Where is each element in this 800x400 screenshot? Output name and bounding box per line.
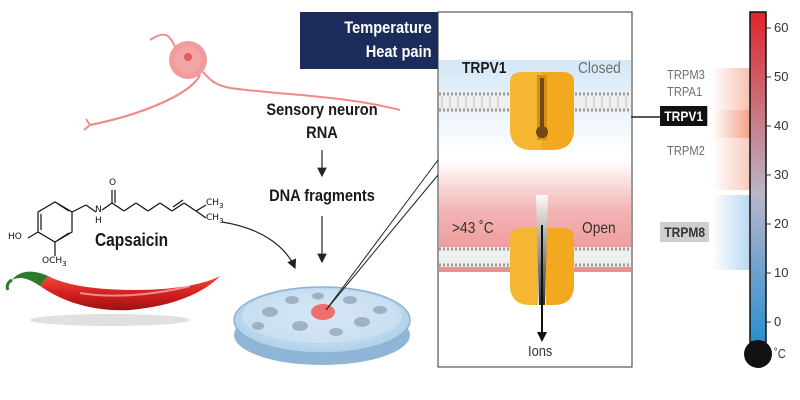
chem-ch3-top-label: CH3 bbox=[206, 198, 224, 210]
chem-ch3-top-sub: 3 bbox=[219, 201, 224, 210]
chem-och3-label: OCH3 bbox=[42, 256, 67, 268]
receptor-label-trpv1: TRPV1 bbox=[660, 106, 708, 126]
trpv1-channel-open bbox=[510, 195, 574, 342]
thermometer-bulb bbox=[744, 340, 772, 368]
trpv1-channel-closed bbox=[510, 72, 574, 150]
thermometer-tick-label-10: 10 bbox=[774, 265, 789, 280]
capsaicin-label: Capsaicin bbox=[95, 230, 169, 250]
open-temperature-label: >43 ˚C bbox=[452, 220, 494, 237]
thermometer-tick-label-20: 20 bbox=[774, 216, 789, 231]
dna-fragments-label: DNA fragments bbox=[269, 186, 375, 205]
arrow-capsaicin-to-dish bbox=[221, 221, 297, 270]
sensory-neuron-illustration bbox=[83, 33, 401, 131]
chem-och3-sub: 3 bbox=[62, 259, 67, 268]
petri-dish-illustration bbox=[233, 286, 411, 365]
capsaicin-structure bbox=[27, 190, 207, 256]
receptor-label-trpa1: TRPA1 bbox=[667, 84, 703, 99]
chem-h-label: H bbox=[95, 216, 102, 226]
open-state-label: Open bbox=[582, 220, 616, 237]
chem-ch3-bot-label: CH3 bbox=[206, 213, 224, 225]
receptor-label-trpm2: TRPM2 bbox=[667, 143, 705, 158]
closed-state-label: Closed bbox=[578, 60, 621, 77]
header-box: Temperature Heat pain bbox=[300, 12, 438, 69]
chem-n-label: N bbox=[95, 205, 102, 215]
trpv1-channel-name: TRPV1 bbox=[462, 60, 507, 77]
header-line1: Temperature bbox=[344, 18, 432, 37]
thermometer-unit-label: ˚C bbox=[774, 346, 786, 361]
chem-ch3-bot-sub: 3 bbox=[219, 216, 224, 225]
thermometer-tick-label-50: 50 bbox=[774, 69, 789, 84]
thermometer-tube bbox=[749, 11, 767, 343]
ions-label: Ions bbox=[528, 343, 553, 360]
zoom-line-upper bbox=[325, 159, 439, 311]
chem-ch3-top-text: CH bbox=[206, 198, 220, 208]
zoom-line-lower bbox=[325, 174, 439, 311]
receptor-label-trpm3: TRPM3 bbox=[667, 67, 705, 82]
thermometer-tick-label-60: 60 bbox=[774, 20, 789, 35]
chem-och3-text: OCH bbox=[42, 256, 63, 266]
chem-ch3-bot-text: CH bbox=[206, 213, 220, 223]
thermometer-tick-label-30: 30 bbox=[774, 167, 789, 182]
header-line2: Heat pain bbox=[366, 42, 432, 61]
rna-label: RNA bbox=[306, 123, 338, 142]
thermometer-ticks bbox=[766, 27, 771, 323]
chili-pepper-illustration bbox=[5, 271, 220, 326]
thermometer-tick-label-40: 40 bbox=[774, 118, 789, 133]
thermometer-tick-label-0: 0 bbox=[774, 314, 782, 329]
receptor-label-trpm8: TRPM8 bbox=[660, 222, 710, 242]
chem-o-label: O bbox=[109, 178, 117, 188]
receptor-range-bands bbox=[712, 68, 750, 270]
chem-ho-label: HO bbox=[8, 232, 22, 242]
sensory-neuron-label: Sensory neuron bbox=[266, 100, 378, 119]
header-bg bbox=[300, 12, 438, 69]
